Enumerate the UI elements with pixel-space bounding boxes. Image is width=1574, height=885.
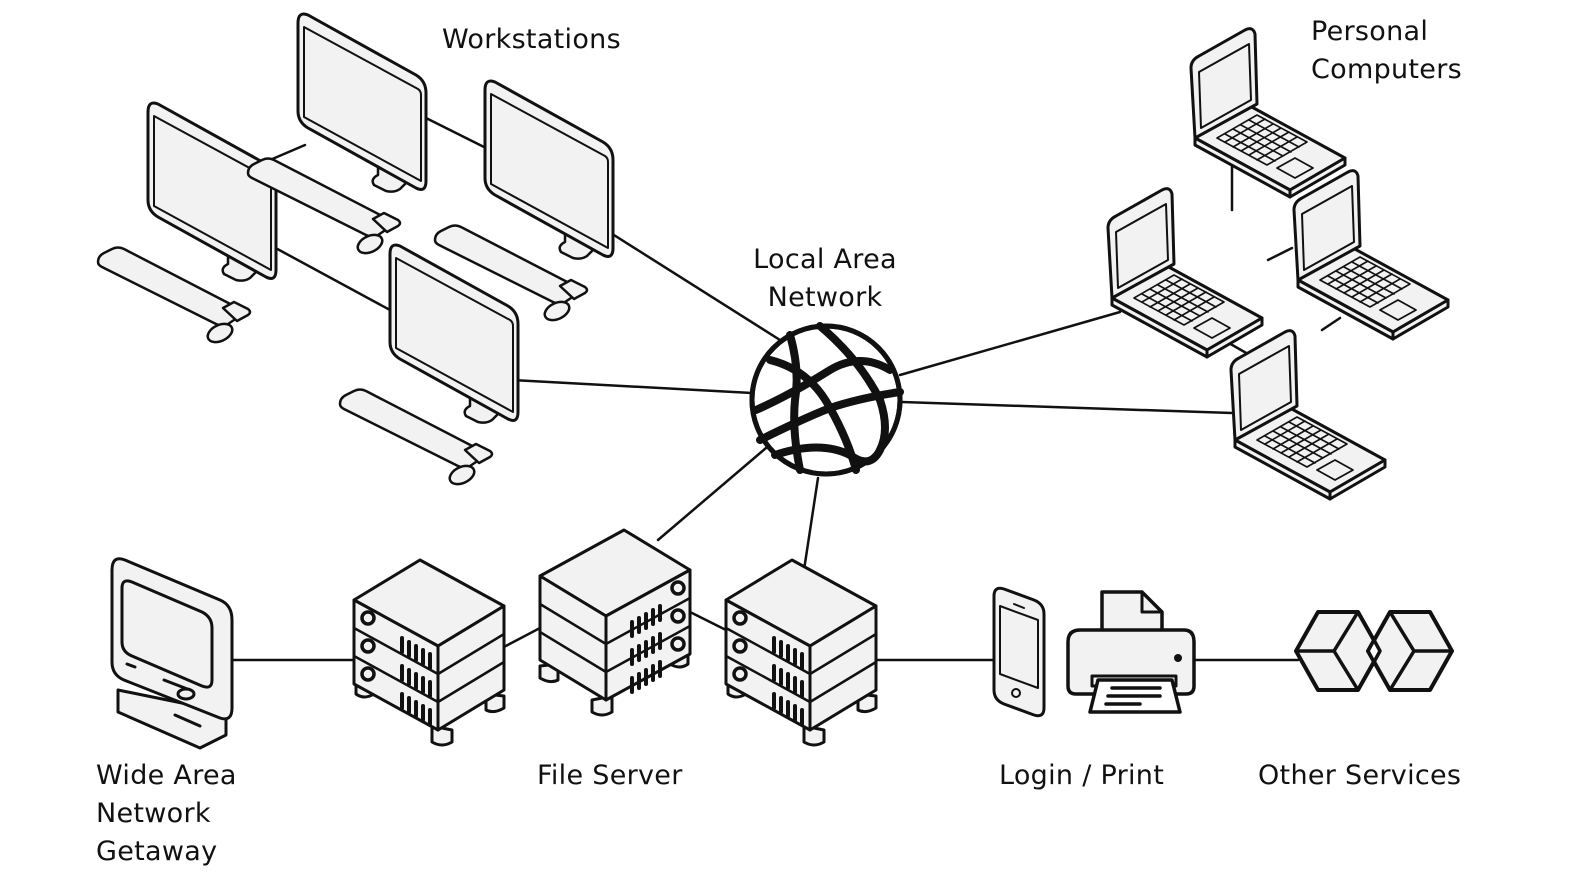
label-line: Getaway (96, 836, 218, 867)
other-services-label: Other Services (1258, 757, 1461, 795)
link-workstations-backbone-1 (268, 113, 492, 312)
connection-lines (230, 113, 1342, 662)
link-laptops-lan-2 (900, 400, 1234, 415)
cubes-icon (1294, 610, 1454, 692)
wan-label: Wide Area Network Getaway (96, 757, 237, 871)
link-workstation4-lan (510, 378, 754, 395)
printer-icon (1066, 590, 1196, 714)
label-line: Wide Area (96, 760, 237, 791)
laptop-icon (1106, 187, 1264, 359)
login-print-label: Login / Print (999, 757, 1164, 795)
personal-computers-group (1106, 27, 1450, 501)
workstations-group (96, 12, 615, 490)
label-line: Computers (1311, 54, 1462, 85)
laptop-icon (1229, 329, 1387, 501)
server-rack-icon (538, 528, 692, 717)
label-line: Network (767, 282, 883, 313)
link-server1-server2 (500, 626, 542, 650)
label-line: Workstations (442, 24, 621, 55)
link-laptops-lan-1 (898, 310, 1122, 377)
personal-computers-label: Personal Computers (1311, 13, 1462, 89)
server-rack-icon (352, 558, 506, 747)
label-line: Local Area (753, 244, 897, 275)
server-rack-icon (724, 558, 878, 747)
desktop-monitor-icon (338, 243, 520, 490)
vintage-computer-icon (110, 557, 234, 750)
desktop-monitor-icon (96, 101, 278, 348)
label-line: Other Services (1258, 760, 1462, 791)
globe-network-icon (749, 322, 904, 477)
label-line: Personal (1311, 16, 1429, 47)
smartphone-icon (992, 586, 1046, 718)
file-server-group (352, 528, 878, 747)
label-line: File Server (537, 760, 683, 791)
link-server2-server3 (688, 610, 728, 632)
file-server-label: File Server (537, 757, 683, 795)
label-line: Login / Print (999, 760, 1165, 791)
label-line: Network (96, 798, 211, 829)
laptop-icon (1292, 169, 1450, 341)
link-laptops-backbone (1218, 158, 1342, 360)
link-workstations-lan (604, 228, 782, 342)
link-server-lan-1 (656, 446, 768, 542)
workstations-label: Workstations (442, 21, 621, 59)
lan-label: Local Area Network (735, 241, 915, 317)
link-server-lan-2 (802, 476, 820, 572)
